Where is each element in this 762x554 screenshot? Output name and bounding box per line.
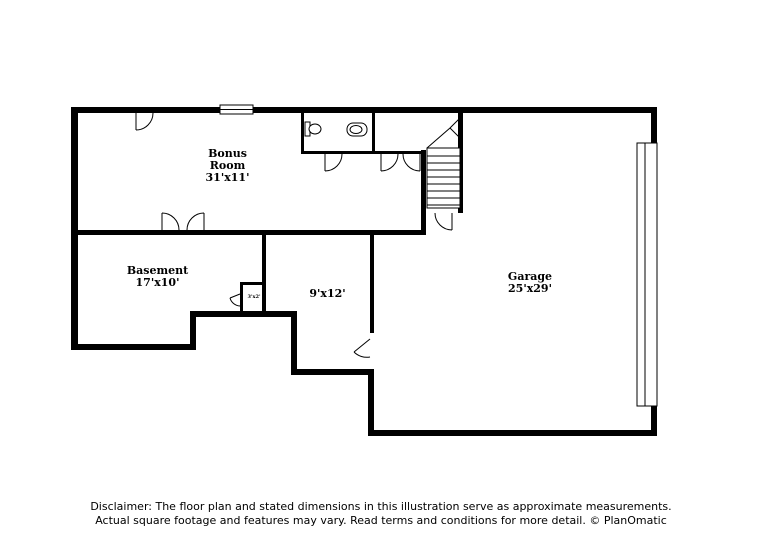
door-swings bbox=[135, 112, 453, 358]
interior-walls bbox=[78, 113, 463, 333]
small-room-dims: 9'x12' bbox=[309, 287, 346, 300]
basement-dims: 17'x10' bbox=[135, 276, 180, 289]
basement-name: Basement bbox=[126, 264, 189, 277]
bonus-room-name-1: Bonus bbox=[208, 147, 247, 160]
window bbox=[219, 104, 254, 115]
bonus-room-label: Bonus Room 31'x11' bbox=[200, 148, 255, 184]
disclaimer-line-2: Actual square footage and features may v… bbox=[95, 514, 667, 527]
bonus-room-name-2: Room bbox=[209, 159, 246, 172]
basement-label: Basement 17'x10' bbox=[120, 265, 195, 289]
sink-icon bbox=[346, 122, 368, 137]
garage-label: Garage 25'x29' bbox=[495, 271, 565, 295]
small-room-label: 9'x12' bbox=[300, 288, 355, 300]
garage-name: Garage bbox=[507, 270, 553, 283]
garage-door bbox=[636, 142, 658, 407]
closet-label: 3'x2' bbox=[244, 294, 264, 300]
closet-dims: 3'x2' bbox=[247, 294, 261, 300]
garage-dims: 25'x29' bbox=[508, 282, 552, 295]
disclaimer: Disclaimer: The floor plan and stated di… bbox=[0, 500, 762, 528]
staircase bbox=[426, 117, 461, 209]
bonus-room-dims: 31'x11' bbox=[205, 171, 250, 184]
disclaimer-line-1: Disclaimer: The floor plan and stated di… bbox=[90, 500, 672, 513]
toilet-icon bbox=[304, 121, 322, 137]
